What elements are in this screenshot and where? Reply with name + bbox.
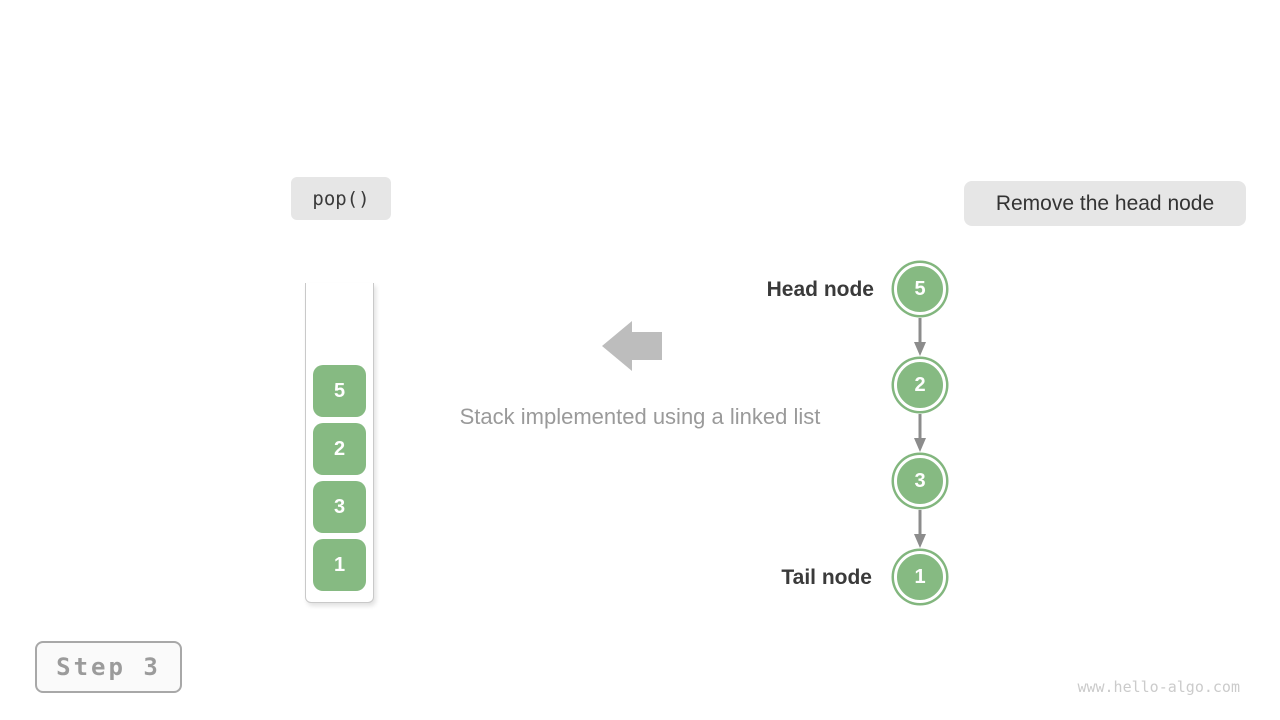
pop-operation-text: pop(): [312, 187, 370, 210]
linked-list-node: 5: [894, 263, 946, 315]
stack-item: 5: [313, 365, 366, 417]
arrow-down-icon: [914, 318, 926, 356]
step-badge-text: Step 3: [56, 653, 161, 681]
stack-container: 5 2 3 1: [305, 283, 374, 603]
linked-list-node: 3: [894, 455, 946, 507]
tail-node-label: Tail node: [781, 566, 872, 589]
step-badge: Step 3: [35, 641, 182, 693]
stack-item: 3: [313, 481, 366, 533]
arrow-down-icon: [914, 510, 926, 548]
action-label-text: Remove the head node: [995, 191, 1215, 215]
watermark: www.hello-algo.com: [1077, 678, 1240, 696]
pop-operation-label: pop(): [291, 177, 391, 220]
linked-list-node: 2: [894, 359, 946, 411]
stack-item: 1: [313, 539, 366, 591]
caption: Stack implemented using a linked list: [459, 404, 821, 429]
stack-item: 2: [313, 423, 366, 475]
left-block-arrow-icon: [602, 321, 662, 371]
action-label: Remove the head node: [964, 181, 1246, 226]
head-node-label: Head node: [766, 278, 874, 301]
arrow-down-icon: [914, 414, 926, 452]
linked-list-node: 1: [894, 551, 946, 603]
